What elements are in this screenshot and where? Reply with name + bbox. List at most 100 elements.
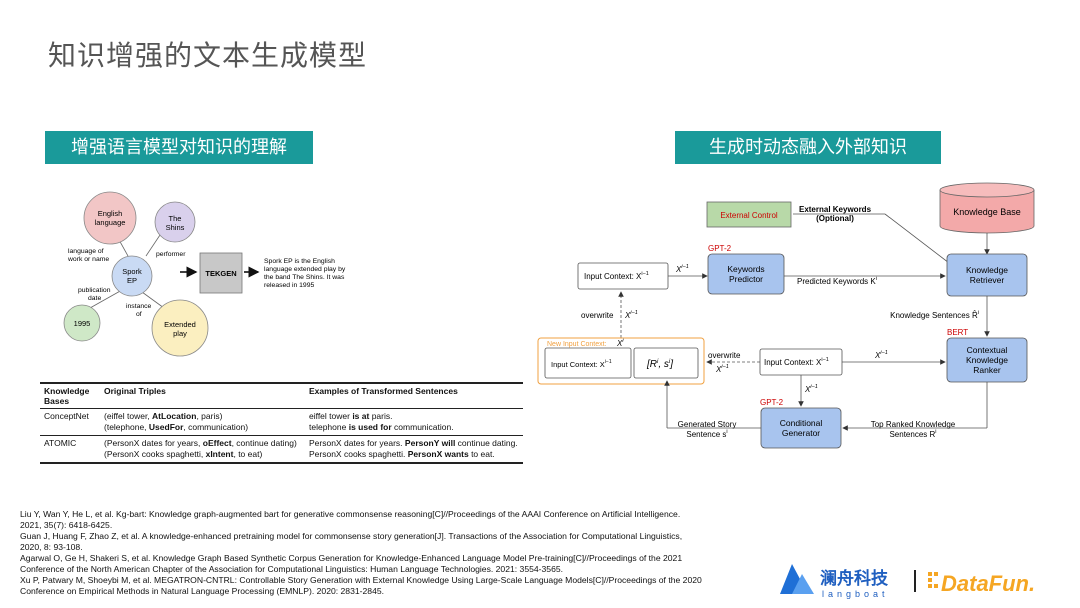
- node-the-shins: [154, 201, 196, 243]
- knowledge-table: Knowledge Bases Original Triples Example…: [40, 382, 523, 464]
- input-context-label: Input Context: Xi−1: [764, 357, 829, 367]
- edge-label: instance: [126, 303, 152, 310]
- reference-line: Liu Y, Wan Y, He L, et al. Kg-bart: Know…: [20, 509, 681, 519]
- node-label: EP: [127, 276, 137, 285]
- knowledge-sentences-label: Knowledge Sentences R̂i: [890, 310, 979, 320]
- external-keywords-label: External Keywords: [799, 205, 872, 214]
- edge-line: [141, 291, 165, 309]
- tekgen-box: [199, 252, 243, 294]
- x-label: Xi−1: [874, 350, 888, 360]
- gpt2-label: GPT-2: [760, 398, 784, 407]
- input-context-box: [544, 347, 632, 379]
- table-cell: (eiffel tower, AtLocation, paris) (telep…: [104, 411, 249, 432]
- table-cell: ConceptNet: [44, 411, 89, 421]
- table-cell: ATOMIC: [44, 438, 77, 448]
- edge-line: [89, 289, 123, 309]
- node-extended-play: [151, 299, 209, 357]
- references: Liu Y, Wan Y, He L, et al. Kg-bart: Know…: [20, 509, 750, 597]
- gpt2-label: GPT-2: [708, 244, 732, 253]
- node-label: Extended: [164, 320, 196, 329]
- reference-line: 2021, 35(7): 6418-6425.: [20, 520, 113, 530]
- edge-line: [145, 231, 163, 257]
- node-label: Shins: [166, 223, 185, 232]
- table-header-row: Knowledge Bases Original Triples Example…: [40, 383, 523, 409]
- logos: 澜舟科技 langboat DataFun.: [780, 564, 1035, 599]
- table-row: ATOMIC (PersonX dates for years, oEffect…: [40, 436, 523, 463]
- langboat-cn-name: 澜舟科技: [820, 568, 889, 588]
- input-context-label: Input Context: Xi−1: [584, 271, 649, 281]
- keywords-predictor-box: [707, 253, 785, 295]
- x-label: Xi−1: [804, 384, 818, 394]
- tekgen-label: TEKGEN: [205, 269, 236, 278]
- node-label: Spork: [122, 267, 142, 276]
- table-cell: PersonX dates for years. PersonY will co…: [309, 438, 518, 459]
- edge-label: date: [88, 295, 101, 302]
- keywords-predictor-label: Keywords: [727, 264, 764, 274]
- knowledge-retriever-label: Retriever: [970, 275, 1005, 285]
- reference-line: 2020, 8: 93-108.: [20, 542, 83, 552]
- generated-story-label: Sentence si: [686, 429, 727, 439]
- arrow: [884, 213, 954, 267]
- overwrite-label: overwrite: [581, 311, 614, 320]
- x-label: Xi−1: [624, 310, 638, 320]
- megatron-cntrl-flow-diagram: External Control External Keywords (Opti…: [537, 182, 1035, 449]
- section-banner-right: 生成时动态融入外部知识: [675, 131, 941, 164]
- conditional-generator-label: Conditional: [780, 418, 823, 428]
- top-ranked-label: Sentences Ri: [889, 429, 936, 439]
- output-sentence: the band The Shins. It was: [264, 274, 345, 281]
- table-header: Knowledge Bases: [44, 386, 90, 406]
- node-label: language: [95, 218, 126, 227]
- section-banner-left: 增强语言模型对知识的理解: [45, 131, 313, 164]
- reference-line: Guan J, Huang F, Zhao Z, et al. A knowle…: [20, 531, 683, 541]
- knowledge-retriever-label: Knowledge: [966, 265, 1008, 275]
- langboat-logo-icon: [792, 574, 814, 594]
- x-label: Xi: [616, 338, 624, 348]
- contextual-ranker-label: Ranker: [973, 365, 1001, 375]
- table-row: ConceptNet (eiffel tower, AtLocation, pa…: [40, 409, 523, 436]
- reference-line: Agarwal O, Ge H, Shakeri S, et al. Knowl…: [20, 553, 683, 563]
- ris-label: [Ri, si]: [646, 359, 673, 370]
- langboat-en-name: langboat: [822, 589, 889, 599]
- reference-line: Conference of the North American Chapter…: [20, 564, 564, 574]
- external-control-label: External Control: [720, 211, 778, 220]
- node-1995: [63, 304, 101, 342]
- output-sentence: released in 1995: [264, 282, 314, 289]
- contextual-ranker-label: Knowledge: [966, 355, 1008, 365]
- node-english-language: [83, 191, 137, 245]
- reference-line: Conference on Empirical Methods in Natur…: [20, 586, 385, 596]
- divider: [914, 570, 916, 592]
- edge-label: of: [136, 311, 142, 318]
- reference-line: Xu P, Patwary M, Shoeybi M, et al. MEGAT…: [20, 575, 702, 585]
- knowledge-base-label: Knowledge Base: [953, 207, 1021, 217]
- table-header: Examples of Transformed Sentences: [309, 386, 458, 396]
- conditional-generator-label: Generator: [782, 428, 820, 438]
- node-label: The: [169, 214, 182, 223]
- datafun-logo-icon: [928, 572, 938, 588]
- overwrite-label: overwrite: [708, 351, 741, 360]
- generated-story-label: Generated Story: [678, 420, 737, 429]
- node-spork-ep: [111, 255, 153, 297]
- page-title: 知识增强的文本生成模型: [48, 39, 368, 72]
- node-label: 1995: [74, 319, 91, 328]
- knowledge-concat-box: [633, 347, 699, 379]
- datafun-name: DataFun.: [941, 571, 1035, 596]
- knowledge-graph-diagram: English language The Shins Spork EP 1995…: [63, 191, 346, 357]
- contextual-ranker-label: Contextual: [967, 345, 1008, 355]
- node-label: play: [173, 329, 187, 338]
- edge-label: work or name: [67, 256, 109, 263]
- edge-label: language of: [68, 248, 104, 255]
- edge-label: performer: [156, 251, 186, 258]
- input-context-label: Input Context: Xi−1: [551, 359, 612, 369]
- external-keywords-label: (Optional): [816, 214, 854, 223]
- knowledge-base-top: [939, 182, 1035, 198]
- x-label: Xi−1: [715, 364, 729, 374]
- external-control-box: [706, 201, 792, 228]
- top-ranked-label: Top Ranked Knowledge: [871, 420, 956, 429]
- output-sentence: language extended play by: [264, 266, 346, 273]
- x-label: Xi−1: [675, 264, 689, 274]
- table-header: Original Triples: [104, 386, 166, 396]
- table-cell: (PersonX dates for years, oEffect, conti…: [104, 438, 297, 459]
- new-input-context-label: New Input Context:: [547, 341, 607, 348]
- predicted-keywords-label: Predicted Keywords Ki: [797, 276, 877, 286]
- output-sentence: Spork EP is the English: [264, 258, 335, 265]
